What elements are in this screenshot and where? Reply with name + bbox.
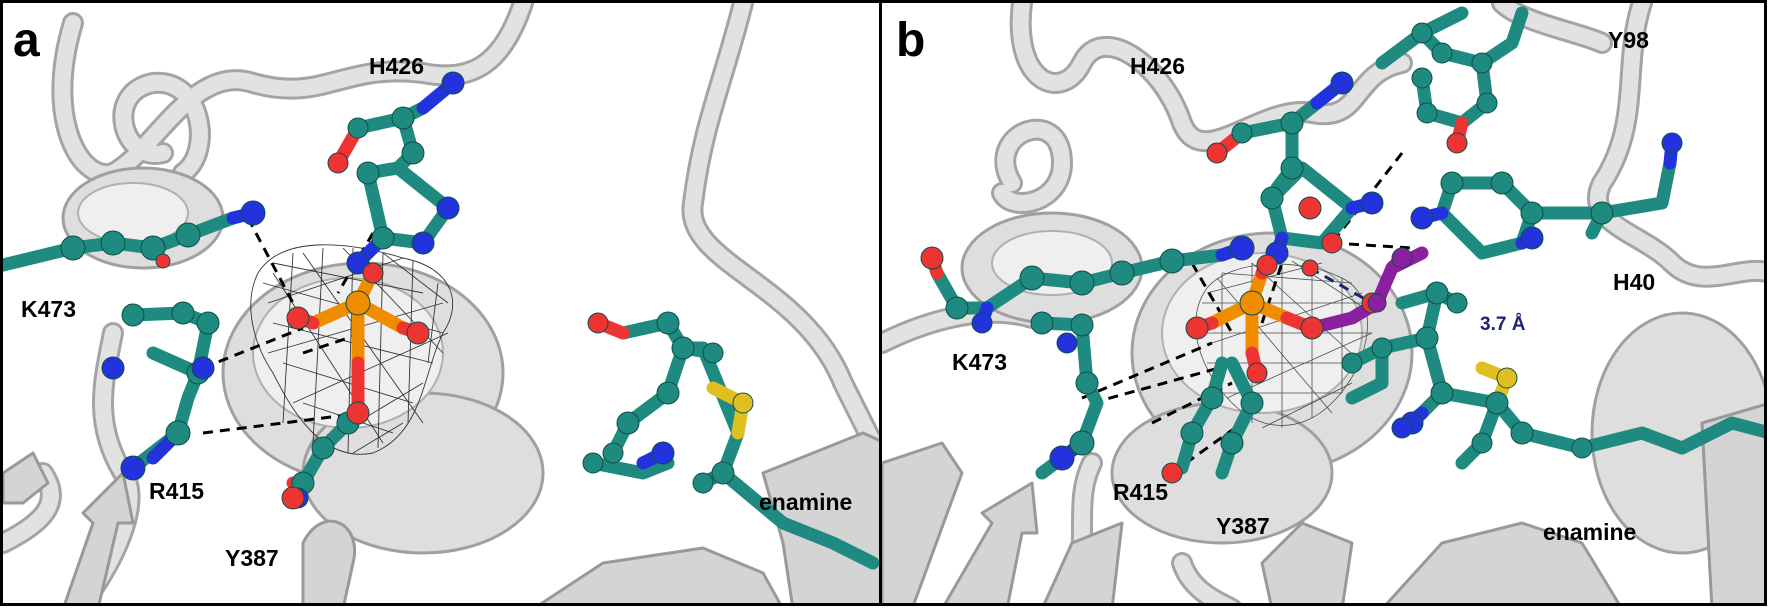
residue-label-y98: Y98	[1608, 27, 1649, 53]
residue-label-k473: K473	[952, 349, 1007, 375]
panel-b-structure-image	[882, 3, 1764, 603]
atoms	[920, 22, 1683, 484]
distance-label: 3.7 Å	[1480, 314, 1526, 335]
residue-label-h426: H426	[1130, 53, 1185, 79]
panel-b: b H426 K473 R415 Y387 enamine Y98 H40 3.…	[879, 0, 1767, 606]
residue-label-y387: Y387	[1216, 513, 1270, 539]
residue-label-h40: H40	[1613, 269, 1656, 295]
panel-letter: b	[896, 14, 926, 67]
residue-label-r415: R415	[149, 478, 204, 504]
panel-a-structure-image	[3, 3, 879, 603]
residue-label-enamine: enamine	[1543, 519, 1637, 545]
residue-label-y387: Y387	[225, 545, 279, 571]
distance-line	[1309, 266, 1373, 305]
atoms	[60, 71, 754, 510]
residue-label-k473: K473	[21, 296, 76, 322]
residue-label-enamine: enamine	[759, 489, 853, 515]
residue-label-h426: H426	[369, 53, 424, 79]
residue-label-r415: R415	[1113, 479, 1168, 505]
panel-letter: a	[13, 14, 40, 67]
panel-a: a H426 K473 R415 Y387 enamine	[0, 0, 882, 606]
